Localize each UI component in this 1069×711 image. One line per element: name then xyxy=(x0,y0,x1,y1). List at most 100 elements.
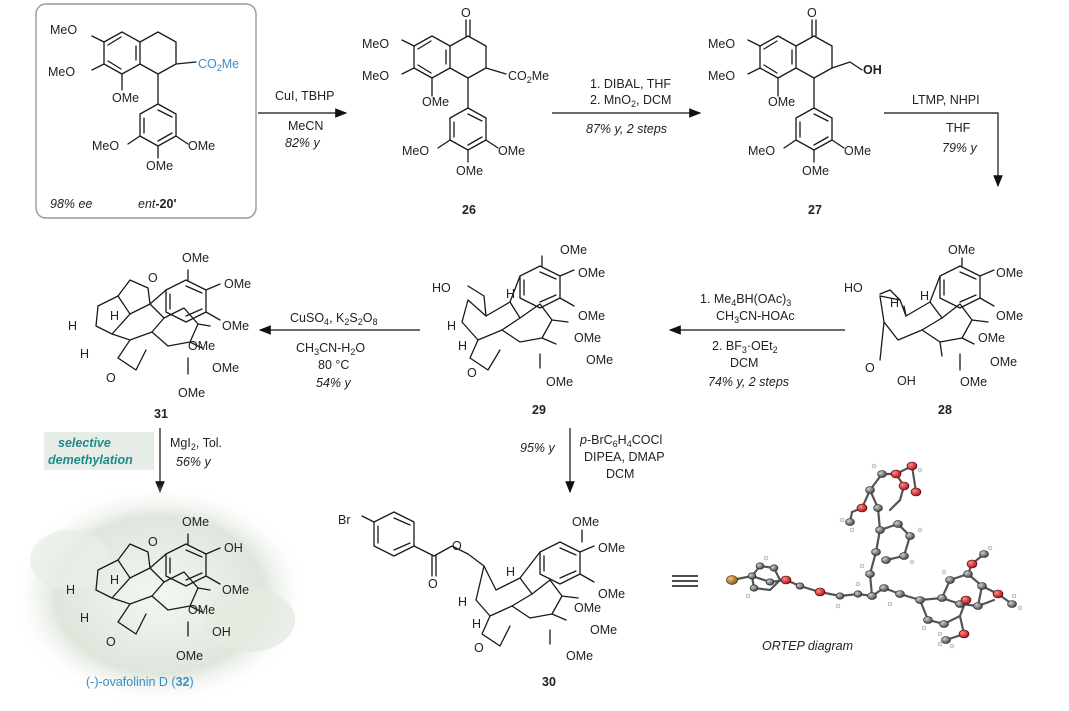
ome-label: OMe xyxy=(112,91,139,105)
tag-text: selective xyxy=(58,436,111,450)
reagent-text: LTMP, NHPI xyxy=(912,93,980,107)
ho-label: HO xyxy=(844,281,863,295)
h-label: H xyxy=(80,347,89,361)
reagent-text: DIPEA, DMAP xyxy=(584,450,665,464)
ome-label: OMe xyxy=(844,144,871,158)
ome-label: OMe xyxy=(222,319,249,333)
compound-31: O H H H O OMe OMe OMe OMe OMe OMe 31 xyxy=(68,251,251,421)
hydroxyl-label: OH xyxy=(224,541,243,555)
yield-text: 95% y xyxy=(520,441,555,455)
reaction-arrow xyxy=(884,112,1003,188)
reagent-text: CH3CN-HOAc xyxy=(716,309,795,325)
compound-label: 31 xyxy=(154,407,168,421)
selective-demethylation-tag xyxy=(44,432,154,470)
ome-label: OMe xyxy=(598,541,625,555)
meo-label: MeO xyxy=(362,37,389,51)
ome-label: OMe xyxy=(996,309,1023,323)
ome-label: OMe xyxy=(188,603,215,617)
reagent-text: CuSO4, K2S2O8 xyxy=(290,311,377,327)
reagent-text: 1. DIBAL, THF xyxy=(590,77,671,91)
h-label: H xyxy=(458,595,467,609)
hydroxyl-label: OH xyxy=(212,625,231,639)
solvent-text: DCM xyxy=(730,356,758,370)
meo-label: MeO xyxy=(402,144,429,158)
reagent-text: p-BrC6H4COCl xyxy=(579,433,662,449)
starting-material-box xyxy=(35,3,257,219)
h-label: H xyxy=(506,565,515,579)
ome-label: OMe xyxy=(990,355,1017,369)
ortep-caption: ORTEP diagram xyxy=(762,639,853,653)
ether-o: O xyxy=(106,371,116,385)
ome-label: OMe xyxy=(578,266,605,280)
ome-label: OMe xyxy=(574,331,601,345)
yield-text: 82% y xyxy=(285,136,320,150)
ome-label: OMe xyxy=(498,144,525,158)
compound-30: Br O O H H H O OMe OMe OMe OMe OMe OMe 3… xyxy=(338,511,625,689)
ome-label: OMe xyxy=(422,95,449,109)
ome-label: OMe xyxy=(146,159,173,173)
reagent-text: CuI, TBHP xyxy=(275,89,335,103)
ome-label: OMe xyxy=(996,266,1023,280)
h-label: H xyxy=(458,339,467,353)
h-label: H xyxy=(890,296,899,310)
h-label: H xyxy=(472,617,481,631)
compound-label: 26 xyxy=(462,203,476,217)
ome-label: OMe xyxy=(978,331,1005,345)
ether-o: O xyxy=(106,635,116,649)
meo-label: MeO xyxy=(92,139,119,153)
solvent-text: THF xyxy=(946,121,971,135)
h-label: H xyxy=(920,289,929,303)
ome-label: OMe xyxy=(176,649,203,663)
compound-26: O MeO MeO OMe CO2Me MeO OMe OMe 26 xyxy=(362,6,549,217)
ome-label: OMe xyxy=(222,583,249,597)
bromine-label: Br xyxy=(338,513,351,527)
ester-o: O xyxy=(452,539,462,553)
compound-32: O H H H O OMe OH OMe OMe OH OMe (-)-ovaf… xyxy=(10,483,310,707)
yield-text: 54% y xyxy=(316,376,351,390)
ome-label: OMe xyxy=(590,623,617,637)
compound-ent-20: MeO MeO OMe CO2Me MeO OMe OMe 98% ee ent… xyxy=(35,3,257,219)
solvent-text: DCM xyxy=(606,467,634,481)
hydroxyl-label: OH xyxy=(863,63,882,77)
h-label: H xyxy=(66,583,75,597)
natural-product-name: (-)-ovafolinin D (32) xyxy=(86,675,194,689)
meo-label: MeO xyxy=(748,144,775,158)
ome-label: OMe xyxy=(598,587,625,601)
yield-text: 79% y xyxy=(942,141,977,155)
hydroxyl-label: OH xyxy=(897,374,916,388)
ome-label: OMe xyxy=(182,251,209,265)
ome-label: OMe xyxy=(188,139,215,153)
ome-label: OMe xyxy=(768,95,795,109)
ether-o: O xyxy=(474,641,484,655)
ether-o: O xyxy=(148,271,158,285)
ether-o: O xyxy=(467,366,477,380)
solvent-text: MeCN xyxy=(288,119,323,133)
ome-label: OMe xyxy=(456,164,483,178)
compound-29: HO H H H O OMe OMe OMe OMe OMe OMe 29 xyxy=(432,243,613,417)
ome-label: OMe xyxy=(546,375,573,389)
yield-text: 56% y xyxy=(176,455,211,469)
solvent-text: CH3CN-H2O xyxy=(296,341,365,357)
meo-label: MeO xyxy=(48,65,75,79)
carbonyl-o: O xyxy=(461,6,471,20)
bromine-atom xyxy=(726,575,738,585)
equivalence-sign xyxy=(672,575,698,587)
h-label: H xyxy=(80,611,89,625)
carbonyl-o: O xyxy=(807,6,817,20)
ome-label: OMe xyxy=(960,375,987,389)
temperature-text: 80 °C xyxy=(318,358,349,372)
ome-label: OMe xyxy=(224,277,251,291)
compound-label: 29 xyxy=(532,403,546,417)
ome-label: OMe xyxy=(574,601,601,615)
ome-label: OMe xyxy=(578,309,605,323)
meo-label: MeO xyxy=(708,37,735,51)
yield-text: 87% y, 2 steps xyxy=(586,122,667,136)
compound-label: 27 xyxy=(808,203,822,217)
ome-label: OMe xyxy=(802,164,829,178)
carbonyl-o: O xyxy=(428,577,438,591)
compound-label: 28 xyxy=(938,403,952,417)
compound-label: ent-20' xyxy=(138,197,176,211)
ester-label: CO2Me xyxy=(198,57,239,73)
h-label: H xyxy=(447,319,456,333)
